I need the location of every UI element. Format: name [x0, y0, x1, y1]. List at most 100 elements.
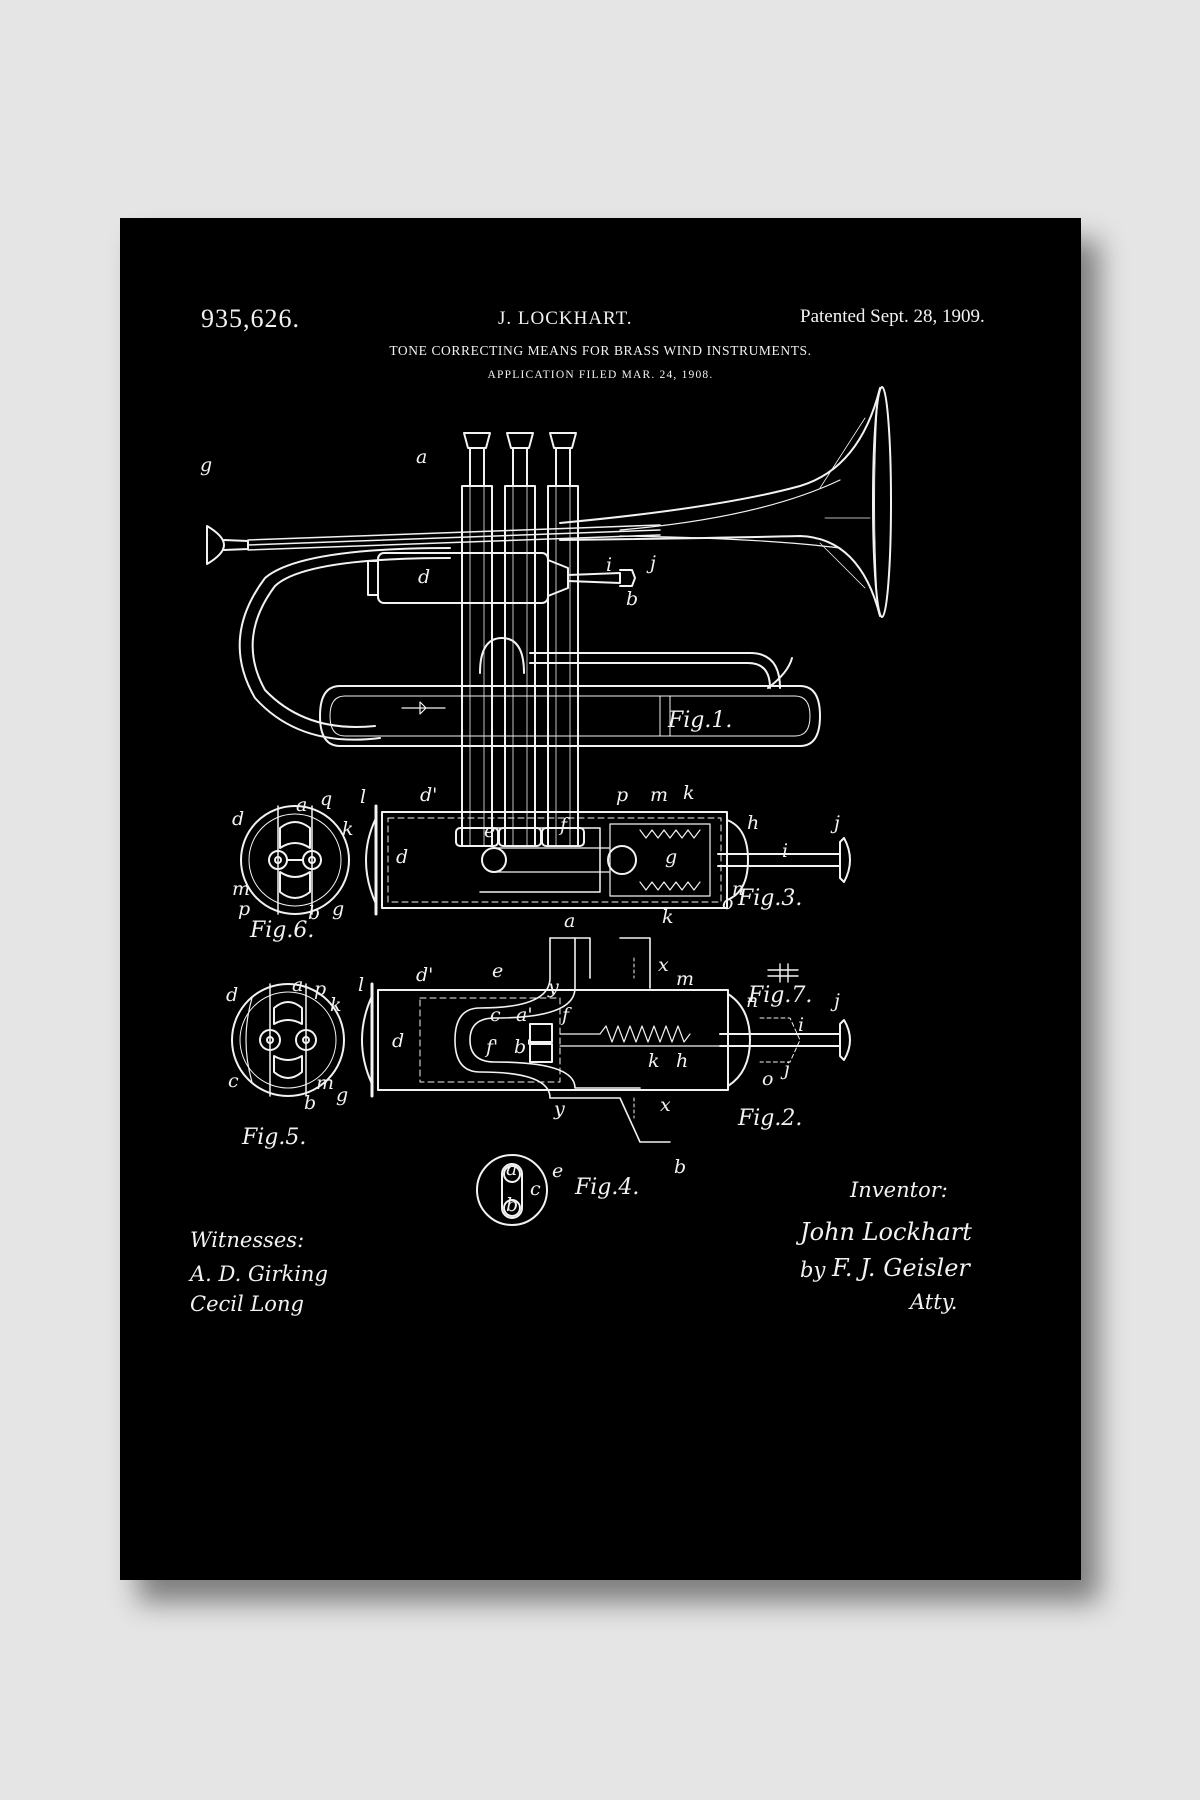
fig1-part-label: d — [418, 566, 431, 588]
by-label: by — [800, 1258, 826, 1282]
fig3-part-label: f — [560, 814, 568, 836]
fig4-label: Fig.4. — [575, 1175, 640, 1200]
fig3-part-label: m — [650, 784, 669, 806]
fig2-part-label: a' — [516, 1004, 533, 1026]
fig5-part-label: m — [316, 1072, 335, 1094]
fig1-label: Fig.1. — [668, 708, 733, 733]
fig6-drawing — [240, 805, 350, 915]
fig1-part-label: i — [606, 554, 613, 576]
bell-rim — [872, 386, 892, 618]
inventor-header: J. LOCKHART. — [498, 308, 633, 329]
fig5-part-label: c — [228, 1070, 239, 1092]
fig5-part-label: l — [358, 974, 365, 996]
fig6-part-label: g — [332, 898, 345, 920]
fig2-part-label: j — [784, 1058, 790, 1080]
fig1-part-label: g — [200, 454, 213, 476]
inventor-signature: John Lockhart — [800, 1218, 972, 1246]
fig6-part-label: d — [232, 808, 245, 830]
fig3-part-label: i — [782, 840, 789, 862]
fig6-part-label: l — [360, 786, 367, 808]
spring-upper — [639, 829, 701, 839]
fig2-label: Fig.2. — [738, 1106, 803, 1131]
fig3-part-label: k — [662, 906, 674, 928]
fig5-label: Fig.5. — [242, 1125, 307, 1150]
fig2-part-label: e — [492, 960, 504, 982]
leadpipe — [247, 524, 661, 551]
fig3-part-label: d — [396, 846, 409, 868]
fig6-part-label: k — [342, 818, 354, 840]
inventor-label: Inventor: — [850, 1178, 948, 1202]
fig3-part-label: j — [834, 812, 840, 834]
fig3-part-label: h — [747, 812, 760, 834]
fig6-label: Fig.6. — [250, 918, 315, 943]
fig7-label: Fig.7. — [748, 983, 813, 1008]
fig5-part-label: p — [314, 978, 327, 1000]
fig3-part-label: e — [484, 820, 496, 842]
bell-pipe — [559, 387, 881, 617]
fig2-part-label: k — [648, 1050, 660, 1072]
patent-drawings — [206, 386, 892, 1226]
fig2-part-label: o — [762, 1068, 774, 1090]
fig2-part-label: y — [554, 1098, 565, 1120]
fig5-part-label: g — [336, 1084, 349, 1106]
tone-lever — [767, 657, 793, 689]
fig4-part-label: b — [506, 1194, 519, 1216]
fig2-part-label: b' — [514, 1036, 532, 1058]
fig1-trumpet-drawing — [206, 386, 892, 847]
fig1-part-label: a — [416, 446, 428, 468]
fig5-part-label: b — [304, 1092, 317, 1114]
fig6-part-label: b — [308, 902, 321, 924]
patent-poster: 935,626. J. LOCKHART. Patented Sept. 28,… — [120, 218, 1081, 1580]
fig2-part-label: y — [548, 976, 559, 998]
fig2-part-label: d — [392, 1030, 405, 1052]
mouthpiece — [206, 525, 249, 565]
fig2-part-label: x — [658, 954, 669, 976]
fig4-part-label: a — [506, 1158, 518, 1180]
fig6-part-label: a — [296, 794, 308, 816]
witnesses-label: Witnesses: — [190, 1228, 305, 1252]
fig1-part-label: j — [650, 552, 656, 574]
fig2-part-label: n — [746, 990, 759, 1012]
witness-signature-1: A. D. Girking — [190, 1262, 328, 1286]
fig6-part-label: m — [232, 878, 251, 900]
fig3-part-label: g — [665, 846, 678, 868]
fig5-drawing — [231, 983, 345, 1097]
fig3-part-label: k — [683, 782, 695, 804]
patent-title: TONE CORRECTING MEANS FOR BRASS WIND INS… — [389, 343, 812, 358]
fig3-part-label: p — [616, 784, 629, 806]
fig2-part-label: f — [562, 1004, 570, 1026]
fig3-part-label: d' — [420, 784, 438, 806]
fig5-part-label: d — [226, 984, 239, 1006]
fig3-part-label: o — [722, 892, 734, 914]
main-tuning-loop — [238, 547, 451, 741]
fig2-part-label: f' — [486, 1036, 499, 1058]
fig5-part-label: a — [292, 974, 304, 996]
fig2-part-label: h — [676, 1050, 689, 1072]
fig3-label: Fig.3. — [738, 886, 803, 911]
fig2-part-label: j — [834, 990, 840, 1012]
fig2-part-label: b — [674, 1156, 687, 1178]
fig4-drawing — [476, 1154, 548, 1226]
fig6-part-label: q — [320, 788, 333, 810]
fig2-part-label: d' — [416, 964, 434, 986]
fig4-part-label: c — [530, 1178, 541, 1200]
patent-date: Patented Sept. 28, 1909. — [800, 306, 985, 327]
fig2-part-label: i — [798, 1014, 805, 1036]
valve-casings — [455, 432, 585, 847]
fig2-part-label: a — [564, 910, 576, 932]
attorney-label: Atty. — [910, 1290, 958, 1314]
patent-number: 935,626. — [201, 304, 300, 333]
witness-signature-2: Cecil Long — [190, 1292, 304, 1316]
fig2-drawing — [361, 937, 851, 1143]
spring-lower — [639, 881, 701, 891]
fig1-part-label: b — [626, 588, 639, 610]
u-pipe — [454, 937, 671, 1143]
fig2-part-label: m — [676, 968, 695, 990]
attorney-signature: F. J. Geisler — [832, 1254, 970, 1282]
fig4-part-label: e — [552, 1160, 564, 1182]
fig2-part-label: c — [490, 1004, 501, 1026]
fig3-part-label: n — [732, 878, 745, 900]
spring-center — [599, 1025, 691, 1043]
fig2-part-label: x — [660, 1094, 671, 1116]
fig5-part-label: k — [330, 994, 342, 1016]
